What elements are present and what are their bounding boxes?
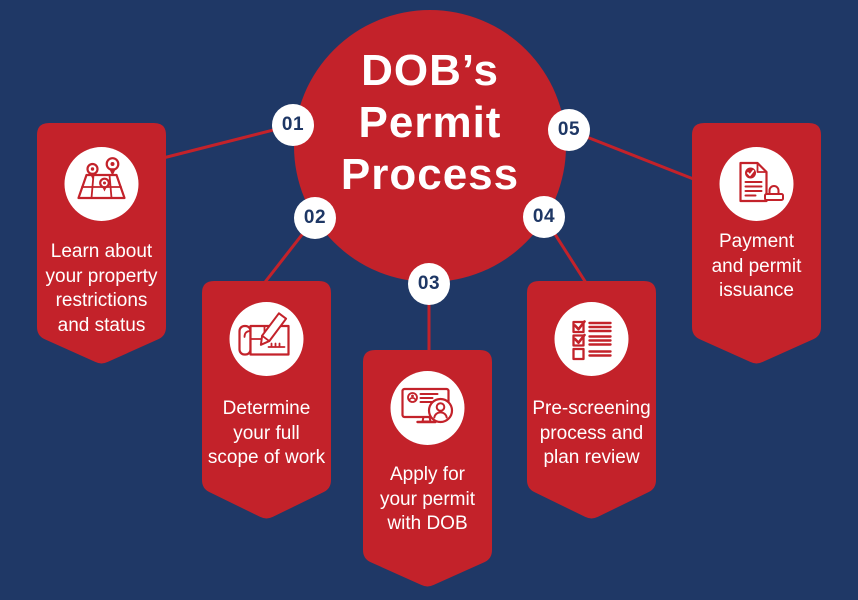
step-3-label: Apply for your permit with DOB bbox=[379, 464, 476, 534]
step-4-icon-circle bbox=[554, 302, 629, 376]
central-circle bbox=[294, 10, 566, 282]
connector-step-5 bbox=[568, 128, 697, 182]
blueprint-pencil-icon bbox=[238, 312, 290, 356]
step-2-label: Determine your full scope of work bbox=[207, 398, 326, 468]
connector-step-1 bbox=[162, 123, 294, 160]
checklist-icon bbox=[572, 320, 612, 361]
step-4-label: Pre-screening process and plan review bbox=[532, 398, 651, 468]
step-5-number-badge: 05 bbox=[548, 109, 590, 151]
step-1-label: Learn about your property restrictions a… bbox=[45, 241, 158, 336]
page-title: DOB’s Permit Process bbox=[340, 46, 520, 199]
step-4-number-badge: 04 bbox=[523, 196, 565, 238]
document-stamp-icon bbox=[739, 161, 784, 203]
step-5-label: Payment and permit issuance bbox=[711, 231, 802, 301]
connector-lines bbox=[162, 123, 697, 353]
step-3-number-badge: 03 bbox=[408, 263, 450, 305]
computer-application-icon bbox=[401, 387, 454, 424]
step-1-number-badge: 01 bbox=[272, 104, 314, 146]
step-2-number-badge: 02 bbox=[294, 197, 336, 239]
map-location-icon bbox=[77, 157, 126, 200]
